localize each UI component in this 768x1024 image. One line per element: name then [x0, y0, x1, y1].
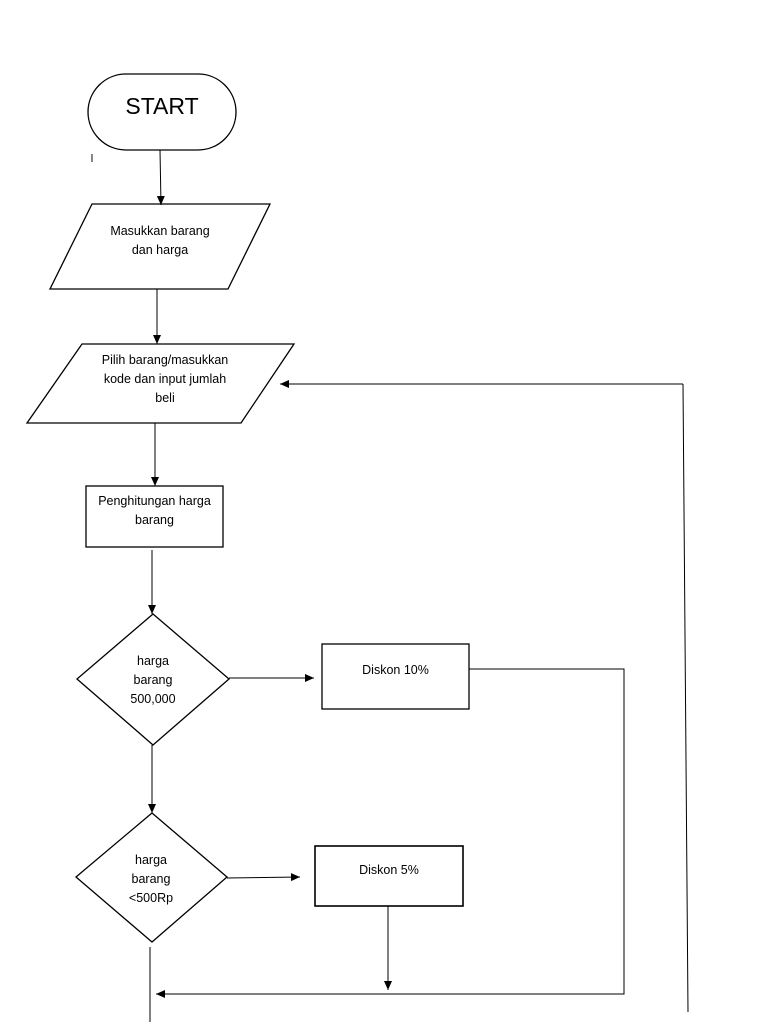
- arrow-discount10-to-merge: [156, 668, 625, 998]
- loop-back-vertical-line: [682, 383, 689, 1013]
- decision-500rp-diamond: [74, 812, 228, 943]
- discount-10-label: Diskon 10%: [362, 662, 429, 677]
- calc-price-process: [85, 485, 224, 548]
- select-goods-parallelogram: [25, 343, 296, 424]
- input-goods-label: Masukkan barang dan harga: [110, 223, 210, 257]
- start-label: START: [125, 92, 199, 119]
- input-goods-parallelogram: [48, 203, 272, 290]
- decision-500000-diamond: [76, 613, 230, 746]
- arrow-start-to-input: [156, 149, 165, 206]
- select-goods-label: Pilih barang/masukkan kode dan input jum…: [101, 352, 229, 405]
- start-terminator: [87, 73, 237, 151]
- stray-mark: l: [90, 152, 94, 165]
- decision-500rp-label: harga barang <500Rp: [128, 852, 174, 905]
- calc-price-label: Penghitungan harga barang: [98, 494, 211, 527]
- arrow-decision2-to-discount5: [226, 873, 301, 882]
- discount-5-label: Diskon 5%: [359, 862, 419, 877]
- discount-10-process: [321, 643, 470, 710]
- discount-5-process: [314, 845, 464, 907]
- decision-500000-label: harga barang 500,000: [130, 653, 176, 706]
